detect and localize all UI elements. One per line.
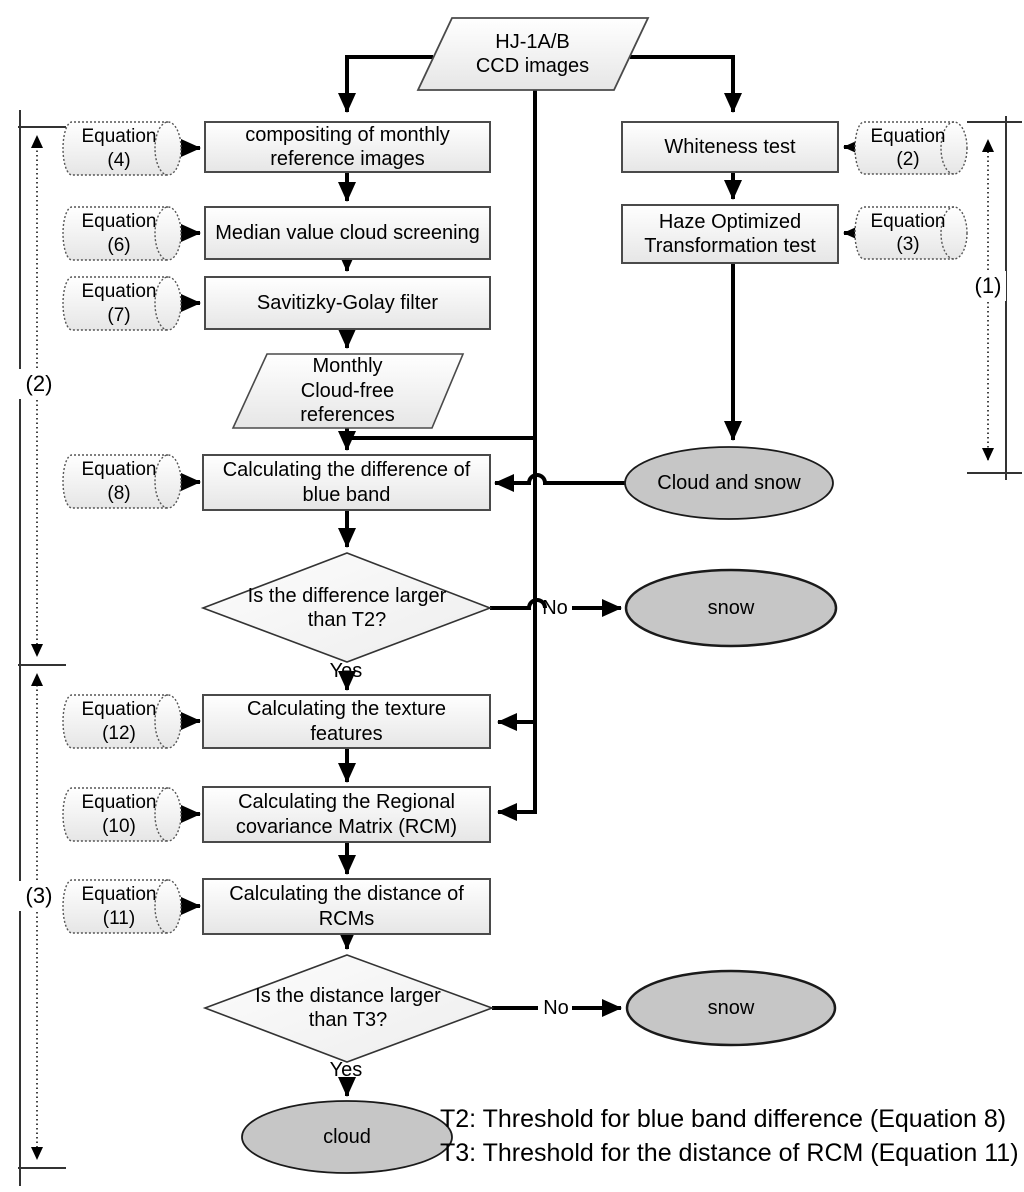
eq3-label: Equation (3) — [870, 210, 946, 255]
center-feed-line — [497, 90, 537, 821]
whiteness-box — [621, 121, 839, 173]
compositing-box — [204, 121, 491, 173]
start-to-whiteness — [630, 55, 742, 113]
connectors — [177, 55, 864, 1097]
rcm-box — [202, 786, 491, 843]
stage-2-label: (2) — [16, 369, 62, 399]
eq7-label: Equation (7) — [81, 281, 157, 326]
savgol-box — [204, 276, 491, 330]
cloud-label: cloud — [323, 1125, 371, 1148]
median-box — [204, 206, 491, 260]
process-boxes — [202, 121, 839, 935]
distance-label: Calculating the distance of RCMs — [229, 883, 464, 930]
start-parallelogram — [416, 17, 650, 91]
distance-box — [202, 878, 491, 935]
stage-brackets — [18, 110, 1022, 1186]
eq8-label: Equation (8) — [81, 459, 157, 504]
references-parallelogram — [231, 353, 465, 429]
no-t3-label: No — [543, 996, 569, 1019]
stage-3-label: (3) — [16, 881, 62, 911]
decision-t2-diamond — [200, 552, 493, 663]
snow2-label: snow — [707, 996, 755, 1019]
decision-t3-label: Is the distance larger than T3? — [255, 984, 441, 1031]
references-label: Monthly Cloud-free references — [300, 355, 395, 427]
savgol-label: Savitizky-Golay filter — [256, 291, 439, 314]
blue-diff-box — [202, 454, 491, 511]
texture-box — [202, 694, 491, 749]
eq4-label: Equation (4) — [81, 126, 157, 171]
snow1-label: snow — [707, 596, 755, 619]
yes-t3-label: Yes — [329, 1058, 363, 1081]
start-to-compositing — [338, 55, 433, 113]
whiteness-label: Whiteness test — [664, 135, 796, 158]
legend-t3: T3: Threshold for the distance of RCM (E… — [440, 1138, 1019, 1167]
eq10-label: Equation (10) — [81, 792, 157, 837]
eq2-label: Equation (2) — [870, 125, 946, 170]
cloudsnow-to-diff — [494, 473, 625, 492]
eq11-label: Equation (11) — [81, 884, 157, 929]
compositing-label: compositing of monthly reference images — [245, 123, 450, 170]
snow2-ellipse — [625, 969, 837, 1047]
eq12-label: Equation (12) — [81, 699, 157, 744]
stage-1-label: (1) — [970, 271, 1006, 301]
no-t2-label: No — [542, 596, 568, 619]
no-t2-line-a — [490, 598, 547, 610]
snow1-ellipse — [624, 568, 838, 648]
decision-t3-diamond — [202, 954, 495, 1063]
hot-label: Haze Optimized Transformation test — [644, 210, 816, 257]
start-node-label: HJ-1A/B CCD images — [475, 30, 590, 77]
texture-label: Calculating the texture features — [246, 698, 446, 745]
eq6-label: Equation (6) — [81, 211, 157, 256]
cloud-ellipse — [241, 1100, 453, 1174]
hot-box — [621, 204, 839, 264]
rcm-label: Calculating the Regional covariance Matr… — [235, 791, 458, 838]
blue-diff-label: Calculating the difference of blue band — [222, 459, 471, 506]
cloudsnow-label: Cloud and snow — [657, 471, 801, 494]
yes-t2-label: Yes — [329, 659, 363, 682]
cloudsnow-ellipse — [624, 446, 834, 520]
median-label: Median value cloud screening — [215, 221, 480, 244]
stage-arrows — [31, 135, 994, 1160]
terminal-ellipses — [241, 446, 838, 1174]
decision-diamonds — [200, 552, 495, 1063]
legend-t2: T2: Threshold for blue band difference (… — [440, 1104, 1007, 1133]
decision-t2-label: Is the difference larger than T2? — [247, 584, 447, 631]
